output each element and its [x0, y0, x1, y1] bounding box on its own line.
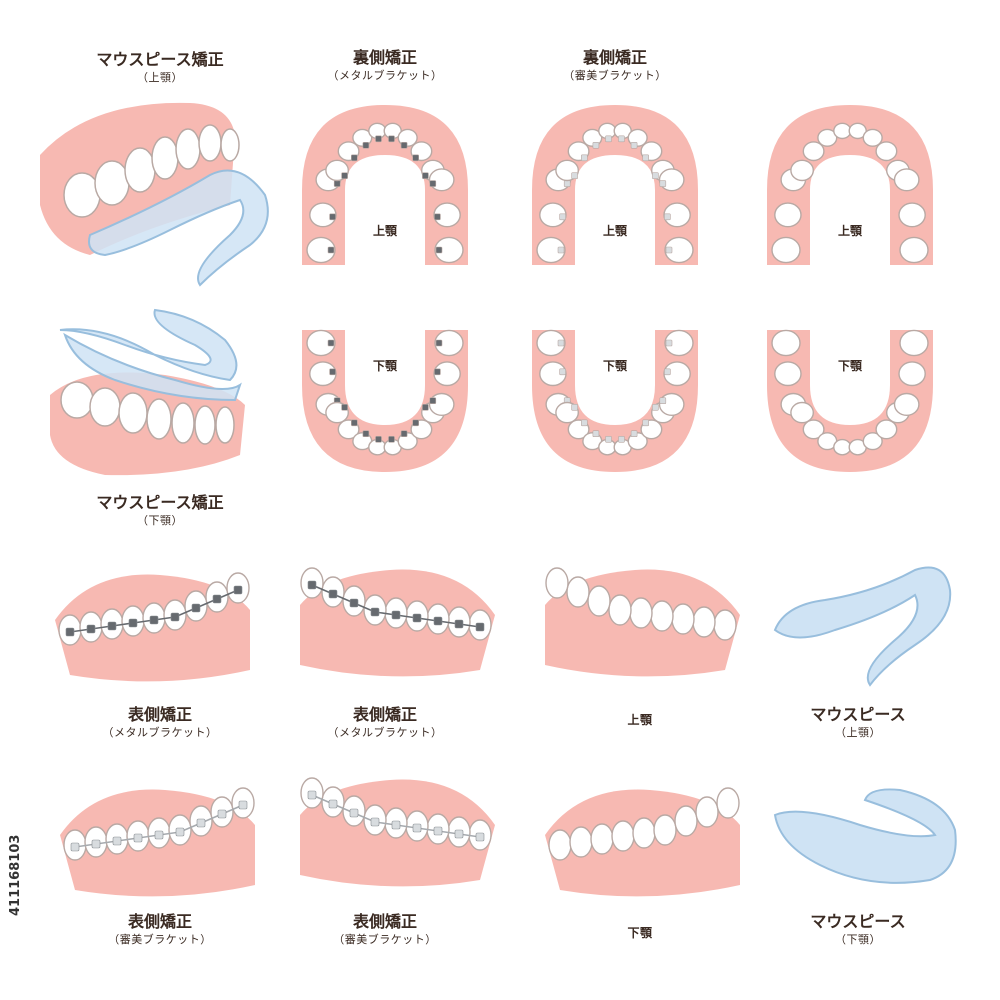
- labial-ceramic-lower-view-1: [60, 787, 255, 897]
- aligner-upper-illustration: [40, 102, 269, 287]
- lingual-metal-sub: （メタルブラケット）: [327, 69, 443, 82]
- labial-metal-sub-1: （メタルブラケット）: [102, 726, 218, 739]
- plain-upper-label: 上顎: [627, 712, 652, 728]
- jaw-label-lower-2: 下顎: [602, 359, 628, 373]
- stock-id: 411168103: [8, 834, 23, 916]
- aligner-upper-sub: （上顎）: [136, 71, 183, 84]
- piece-upper-title: マウスピース: [810, 705, 906, 724]
- aligner-lower-title: マウスピース矯正: [96, 493, 224, 512]
- lingual-metal-title: 裏側矯正: [352, 48, 417, 67]
- piece-upper-sub: （上顎）: [834, 726, 881, 739]
- aligner-upper-title: マウスピース矯正: [96, 50, 224, 69]
- labial-ceramic-lower-view-2: [300, 777, 495, 887]
- aligner-lower-illustration: [50, 308, 245, 476]
- plain-upper-title: 上顎: [627, 713, 653, 727]
- plain-lower-side-view: [545, 787, 740, 897]
- jaw-label-lower-3: 下顎: [837, 359, 863, 373]
- piece-lower-title: マウスピース: [810, 912, 906, 931]
- labial-metal-label-2: 表側矯正 （メタルブラケット）: [328, 705, 443, 741]
- labial-metal-label-1: 表側矯正 （メタルブラケット）: [103, 705, 218, 741]
- lingual-metal-lower-arch: [302, 329, 468, 472]
- labial-metal-title-1: 表側矯正: [127, 705, 192, 724]
- lingual-ceramic-upper-arch: [532, 105, 698, 265]
- labial-ceramic-title-2: 表側矯正: [352, 912, 417, 931]
- mouthpiece-lower-illustration: [773, 788, 957, 884]
- piece-upper-label: マウスピース （上顎）: [810, 705, 905, 741]
- lingual-metal-label: 裏側矯正 （メタルブラケット）: [328, 48, 443, 84]
- labial-metal-title-2: 表側矯正: [352, 705, 417, 724]
- jaw-label-lower-1: 下顎: [372, 359, 398, 373]
- labial-ceramic-title-1: 表側矯正: [127, 912, 192, 931]
- labial-ceramic-label-1: 表側矯正 （審美ブラケット）: [108, 912, 212, 948]
- labial-ceramic-sub-1: （審美ブラケット）: [108, 933, 212, 946]
- plain-lower-arch: [767, 329, 933, 472]
- mouthpiece-upper-illustration: [773, 566, 952, 687]
- jaw-label-upper-2: 上顎: [602, 224, 628, 238]
- lingual-ceramic-lower-arch: [532, 329, 698, 472]
- jaw-label-upper-1: 上顎: [372, 224, 398, 238]
- lingual-ceramic-title: 裏側矯正: [582, 48, 647, 67]
- plain-lower-title: 下顎: [627, 926, 653, 940]
- piece-lower-label: マウスピース （下顎）: [810, 912, 905, 948]
- aligner-lower-label: マウスピース矯正 （下顎）: [96, 493, 223, 529]
- plain-lower-label: 下顎: [627, 925, 652, 941]
- plain-upper-arch: [767, 105, 933, 265]
- jaw-label-upper-3: 上顎: [837, 224, 863, 238]
- piece-lower-sub: （下顎）: [834, 933, 881, 946]
- labial-metal-upper-view-2: [300, 567, 495, 677]
- labial-metal-upper-view-1: [55, 572, 250, 682]
- lingual-metal-upper-arch: [302, 105, 468, 265]
- labial-ceramic-sub-2: （審美ブラケット）: [333, 933, 437, 946]
- lingual-ceramic-sub: （審美ブラケット）: [563, 69, 667, 82]
- aligner-lower-sub: （下顎）: [136, 514, 183, 527]
- labial-metal-sub-2: （メタルブラケット）: [327, 726, 443, 739]
- labial-ceramic-label-2: 表側矯正 （審美ブラケット）: [333, 912, 437, 948]
- aligner-upper-label: マウスピース矯正 （上顎）: [96, 50, 223, 86]
- lingual-ceramic-label: 裏側矯正 （審美ブラケット）: [563, 48, 667, 84]
- plain-upper-side-view: [545, 567, 740, 677]
